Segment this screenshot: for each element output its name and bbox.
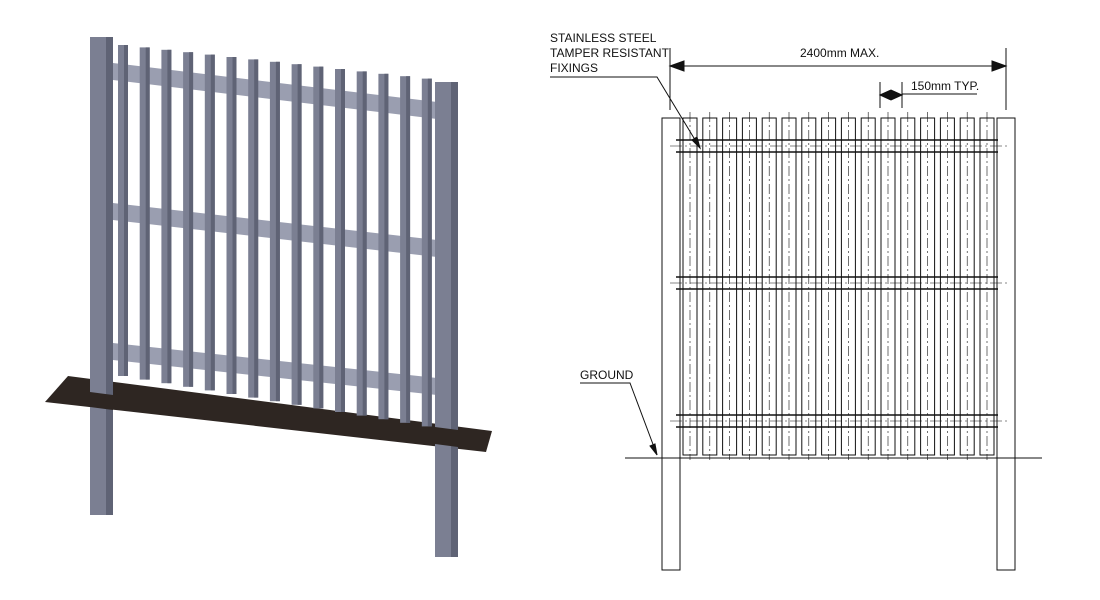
pale-3d <box>183 52 194 387</box>
pale-3d-shade <box>210 54 215 391</box>
width-dimension-label: 2400mm MAX. <box>800 46 879 60</box>
pale-3d <box>139 47 150 380</box>
pale-3d <box>313 66 324 409</box>
left-post <box>661 117 681 571</box>
pale-3d-shade <box>297 64 302 405</box>
pale-3d <box>378 73 389 420</box>
fence-3d-render <box>45 37 492 557</box>
pale-3d-shade <box>232 57 237 394</box>
pale-3d-shade <box>362 71 367 416</box>
pale-3d <box>400 76 411 423</box>
pale-3d-shade <box>341 69 345 412</box>
pale-3d-shade <box>145 47 150 380</box>
right-post <box>996 117 1016 571</box>
pale-spacing-label: 150mm TYP. <box>911 79 979 93</box>
fixings-label-line3: FIXINGS <box>550 61 598 75</box>
fixings-leader <box>550 76 701 149</box>
ground-leader <box>580 382 658 456</box>
ground-overlap <box>90 392 113 410</box>
ground-label: GROUND <box>580 368 634 382</box>
arrow-right <box>991 60 1008 72</box>
pale-3d <box>226 57 237 394</box>
ground-strip <box>45 376 492 452</box>
pale-3d <box>269 61 280 402</box>
pale-3d <box>118 45 128 376</box>
fence-elevation-drawing <box>550 48 1042 571</box>
pale-3d <box>356 71 367 416</box>
pale-3d <box>161 49 172 384</box>
pale-3d <box>248 59 259 398</box>
pale-3d-shade <box>189 52 194 387</box>
pale-3d-shade <box>124 45 128 376</box>
spacing-arrows <box>878 89 904 101</box>
drawing-labels: STAINLESS STEEL TAMPER RESISTANT FIXINGS… <box>550 31 979 382</box>
pale-3d <box>291 64 302 405</box>
fixings-arrowhead <box>691 136 701 150</box>
fixings-label-line1: STAINLESS STEEL <box>550 31 657 45</box>
pale-3d-shade <box>275 61 280 402</box>
post-3d-left-shade <box>106 37 113 515</box>
pale-3d <box>421 78 432 427</box>
pale-3d-shade <box>406 76 411 423</box>
pale-3d-shade <box>319 66 324 409</box>
ground-overlap <box>435 427 458 447</box>
fixings-label-line2: TAMPER RESISTANT <box>550 46 670 60</box>
pale-3d-shade <box>167 49 172 384</box>
pale-3d-shade <box>254 59 259 398</box>
pale-3d-shade <box>384 73 389 420</box>
arrow-left <box>668 60 685 72</box>
pale-3d <box>335 69 345 412</box>
post-3d-right-shade <box>451 82 458 557</box>
ground-arrowhead <box>649 443 658 456</box>
pale-3d <box>204 54 215 391</box>
pale-3d-shade <box>427 78 432 427</box>
